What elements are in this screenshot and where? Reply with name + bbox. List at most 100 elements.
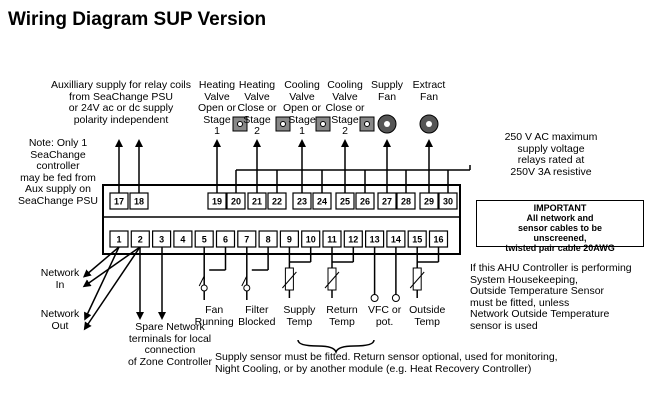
terminal-9: 9 (279, 230, 299, 248)
terminal-28: 28 (396, 192, 416, 210)
valve-open-icon (315, 116, 331, 132)
input-label-2: Filter Blocked (238, 304, 276, 328)
terminal-6: 6 (215, 230, 236, 248)
output-label-6: Extract Fan (412, 79, 446, 103)
terminal-8: 8 (258, 230, 278, 248)
terminal-number: 27 (382, 197, 392, 207)
terminal-23: 23 (292, 192, 312, 210)
thermistor-icon (324, 267, 340, 291)
terminal-4: 4 (173, 230, 193, 248)
important-note: IMPORTANT All network and sensor cables … (476, 200, 644, 253)
terminal-number: 20 (231, 197, 241, 207)
terminal-24: 24 (312, 192, 332, 210)
terminal-number: 15 (412, 235, 422, 245)
terminal-number: 11 (327, 235, 337, 245)
terminal-number: 8 (266, 235, 271, 245)
output-label-2: Heating Valve Close or Stage 2 (237, 79, 277, 137)
terminal-15: 15 (407, 230, 427, 248)
switch-icon (198, 275, 208, 292)
network-wire (84, 246, 120, 321)
fan-icon (377, 114, 397, 134)
brace (297, 339, 375, 355)
terminal-number: 30 (443, 197, 453, 207)
pot-terminal-icon (391, 294, 400, 302)
terminal-5: 5 (194, 230, 214, 248)
aux-supply-note: Auxilliary supply for relay coils from S… (50, 79, 192, 126)
terminal-1: 1 (109, 230, 129, 248)
terminal-2: 2 (130, 230, 150, 248)
terminal-number: 1 (116, 235, 121, 245)
terminal-25: 25 (335, 192, 355, 210)
network-wire (82, 246, 120, 278)
terminal-number: 3 (159, 235, 164, 245)
switch-icon (241, 275, 251, 292)
valve-close-icon (275, 116, 291, 132)
thermistor-icon (409, 267, 425, 291)
terminal-27: 27 (377, 192, 397, 210)
output-label-1: Heating Valve Open or Stage 1 (198, 79, 236, 137)
terminal-number: 4 (180, 235, 185, 245)
terminal-number: 25 (340, 197, 350, 207)
thermistor-icon (282, 267, 297, 291)
output-label-5: Supply Fan (370, 79, 404, 103)
terminal-18: 18 (129, 192, 149, 210)
terminal-number: 18 (134, 197, 144, 207)
valve-close-icon (359, 116, 375, 132)
terminal-number: 2 (138, 235, 143, 245)
network-wire (82, 246, 141, 288)
terminal-number: 29 (424, 197, 434, 207)
network-out-label: Network Out (40, 308, 80, 332)
input-label-1: Fan Running (194, 304, 234, 328)
terminal-number: 12 (348, 235, 358, 245)
terminal-7: 7 (237, 230, 257, 248)
terminal-30: 30 (438, 192, 458, 210)
terminal-20: 20 (226, 192, 246, 210)
terminal-19: 19 (207, 192, 227, 210)
output-label-3: Cooling Valve Open or Stage 1 (283, 79, 321, 137)
supply-sensor-note: Supply sensor must be fitted. Return sen… (215, 351, 558, 375)
outside-sensor-note: If this AHU Controller is performing Sys… (470, 262, 632, 332)
terminal-number: 17 (114, 197, 124, 207)
terminal-29: 29 (419, 192, 439, 210)
terminal-number: 7 (244, 235, 249, 245)
terminal-21: 21 (247, 192, 267, 210)
terminal-10: 10 (301, 230, 321, 248)
terminal-12: 12 (343, 230, 363, 248)
page-title: Wiring Diagram SUP Version (8, 9, 267, 30)
terminal-3: 3 (152, 230, 172, 248)
terminal-number: 6 (223, 235, 228, 245)
terminal-17: 17 (109, 192, 129, 210)
terminal-number: 5 (202, 235, 207, 245)
terminal-number: 14 (391, 235, 401, 245)
input-label-6: Outside Temp (409, 304, 446, 328)
terminal-number: 23 (297, 197, 307, 207)
terminal-13: 13 (365, 230, 385, 248)
network-wire (83, 246, 141, 331)
only-one-note: Note: Only 1 SeaChange controller may be… (18, 137, 98, 207)
fan-icon (419, 114, 439, 134)
terminal-22: 22 (267, 192, 287, 210)
input-label-4: Return Temp (326, 304, 358, 328)
output-label-4: Cooling Valve Close or Stage 2 (325, 79, 365, 137)
terminal-number: 19 (212, 197, 222, 207)
terminal-26: 26 (355, 192, 375, 210)
terminal-16: 16 (428, 230, 449, 248)
valve-open-icon (232, 116, 248, 132)
network-in-label: Network In (40, 267, 80, 291)
terminal-number: 10 (306, 235, 316, 245)
spare-network-note: Spare Network terminals for local connec… (127, 321, 213, 368)
voltage-note: 250 V AC maximum supply voltage relays r… (504, 131, 598, 178)
terminal-14: 14 (386, 230, 406, 248)
terminal-number: 24 (317, 197, 327, 207)
terminal-11: 11 (322, 230, 342, 248)
input-label-5: VFC or pot. (367, 304, 402, 328)
terminal-number: 16 (433, 235, 443, 245)
terminal-number: 28 (401, 197, 411, 207)
terminal-number: 26 (360, 197, 370, 207)
terminal-number: 13 (370, 235, 380, 245)
terminal-number: 9 (287, 235, 292, 245)
terminal-number: 21 (252, 197, 262, 207)
terminal-number: 22 (272, 197, 282, 207)
pot-terminal-icon (370, 294, 379, 302)
